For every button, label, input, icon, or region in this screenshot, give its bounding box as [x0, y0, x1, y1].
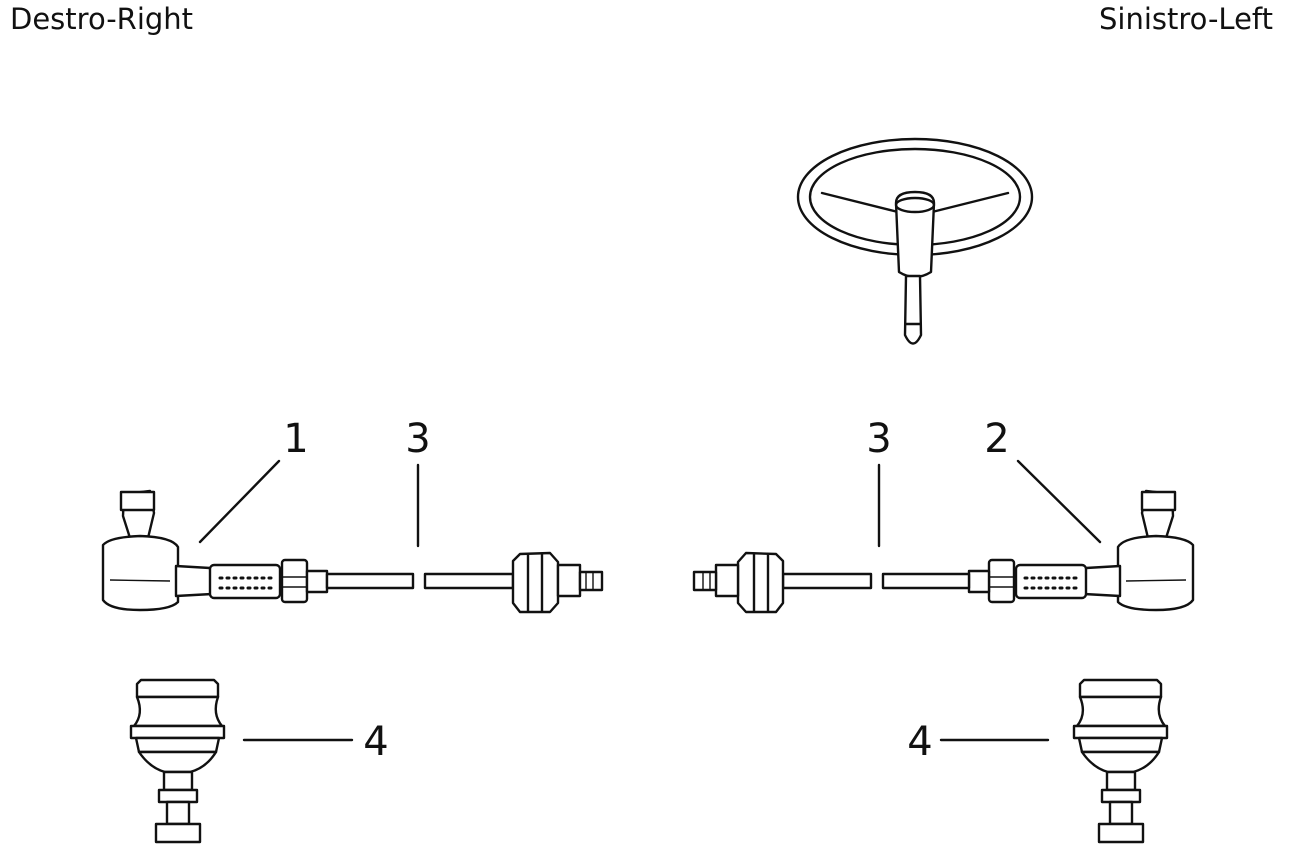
left-ball-joint — [1072, 678, 1169, 844]
heading-left: Sinistro-Left — [1099, 2, 1273, 36]
callout-3-left: 3 — [866, 416, 891, 462]
callout-1: 1 — [283, 416, 308, 462]
heading-right: Destro-Right — [10, 2, 194, 36]
callout-3-right: 3 — [405, 416, 430, 462]
callout-4-left: 4 — [907, 719, 932, 765]
steering-wheel-illustration — [796, 137, 1034, 345]
leader-line-2 — [1016, 459, 1102, 544]
right-tie-rod-assembly — [101, 489, 604, 614]
callout-2: 2 — [984, 416, 1009, 462]
left-tie-rod-assembly — [692, 489, 1195, 614]
callout-4-right: 4 — [363, 719, 388, 765]
right-ball-joint — [129, 678, 226, 844]
leader-line-1 — [198, 459, 281, 544]
